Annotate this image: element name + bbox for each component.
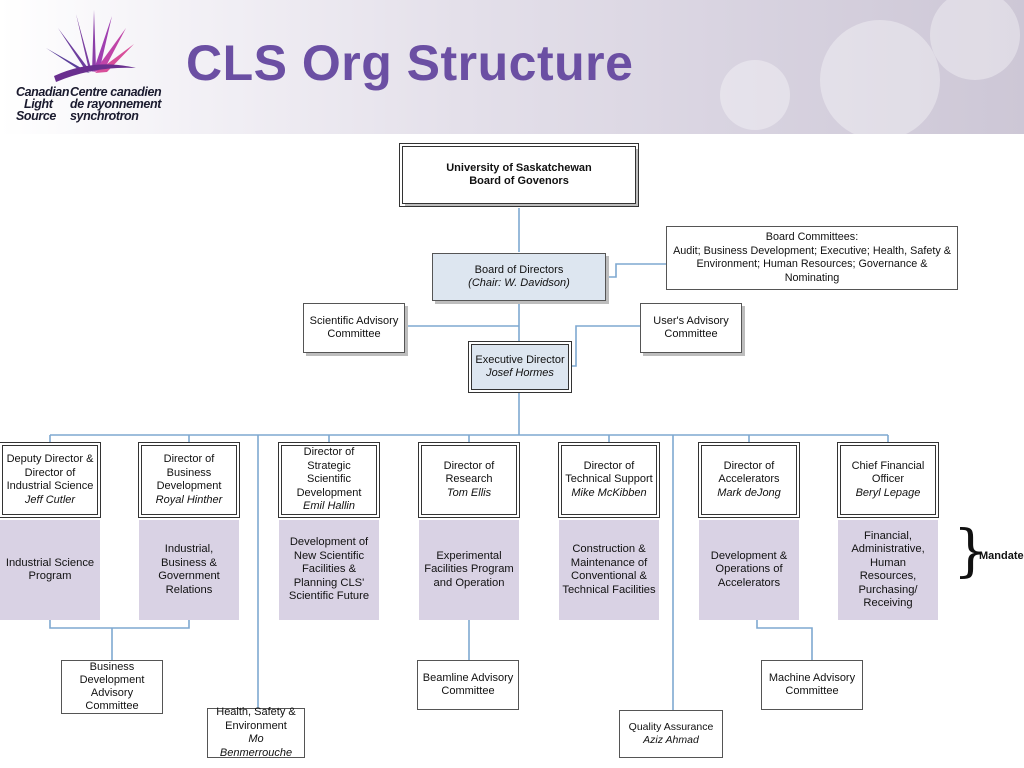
board-chair: (Chair: W. Davidson) (468, 277, 570, 289)
logo-text-en-3: Source (16, 109, 56, 123)
university-board-box: University of Saskatchewan Board of Gove… (399, 143, 639, 207)
director-title-7: Chief Financial Officer (851, 459, 925, 486)
director-box-2: Director of Business Development Royal H… (138, 442, 240, 518)
logo-text-en-2: Light (24, 97, 53, 111)
business-dev-committee-label: Business Development Advisory Committee (79, 661, 145, 712)
quality-title: Quality Assurance (628, 720, 714, 733)
mandate-brace-icon: } (953, 519, 989, 584)
mandate-label: Mandate (979, 550, 1024, 562)
mandate-box-7: Financial, Administrative, Human Resourc… (838, 520, 938, 620)
users-advisory-box: User's Advisory Committee (640, 303, 742, 353)
page-title: CLS Org Structure (186, 35, 634, 91)
director-name-4: Tom Ellis (446, 486, 492, 499)
connector-bdac (49, 620, 190, 629)
mandate-box-5: Construction & Maintenance of Convention… (559, 520, 659, 620)
cls-logo: Canadian Light Source Centre canadien de… (14, 6, 164, 130)
logo-text-fr-1: Centre canadien (70, 85, 162, 99)
logo-text-en-1: Canadian (16, 85, 70, 99)
university-line2: Board of Govenors (469, 175, 569, 187)
executive-name: Josef Hormes (486, 367, 554, 379)
hse-name: Mo Benmerrouche (219, 733, 293, 759)
director-title-1: Deputy Director & Director of Industrial… (6, 453, 94, 492)
director-box-4: Director of Research Tom Ellis (418, 442, 520, 518)
mandate-box-3: Development of New Scientific Facilities… (279, 520, 379, 620)
quality-assurance-box: Quality Assurance Aziz Ahmad (619, 710, 723, 758)
mandate-box-6: Development & Operations of Accelerators (699, 520, 799, 620)
mandate-box-2: Industrial, Business & Government Relati… (139, 520, 239, 620)
cls-starburst-icon (46, 10, 136, 82)
machine-committee-box: Machine Advisory Committee (761, 660, 863, 710)
director-name-2: Royal Hinther (155, 493, 223, 506)
executive-director-box: Executive Director Josef Hormes (468, 341, 572, 393)
executive-title: Executive Director (475, 353, 565, 366)
header-banner (0, 0, 1024, 140)
hse-box: Health, Safety & Environment Mo Benmerro… (207, 706, 305, 759)
quality-name: Aziz Ahmad (643, 734, 699, 746)
logo-text-fr-3: synchrotron (70, 109, 139, 123)
director-box-3: Director of Strategic Scientific Develop… (278, 442, 380, 518)
director-title-2: Director of Business Development (156, 453, 222, 492)
director-title-5: Director of Technical Support (565, 459, 653, 486)
mandate-box-4: Experimental Facilities Program and Oper… (419, 520, 519, 620)
director-box-5: Director of Technical Support Mike McKib… (558, 442, 660, 518)
beamline-committee-label: Beamline Advisory Committee (422, 671, 514, 698)
board-title: Board of Directors (474, 263, 564, 276)
board-of-directors-box: Board of Directors (Chair: W. Davidson) (432, 253, 606, 301)
mandate-box-1: Industrial Science Program (0, 520, 100, 620)
connector-uac (571, 325, 640, 367)
director-name-7: Beryl Lepage (855, 486, 921, 499)
connector-machine (756, 620, 813, 660)
director-box-7: Chief Financial Officer Beryl Lepage (837, 442, 939, 518)
director-name-5: Mike McKibben (571, 486, 647, 499)
director-name-6: Mark deJong (717, 486, 781, 499)
connector-board-committees (607, 263, 666, 278)
director-title-4: Director of Research (443, 459, 495, 486)
director-title-6: Director of Accelerators (718, 459, 780, 486)
board-committees-box: Board Committees: Audit; Business Develo… (666, 226, 958, 290)
director-title-3: Director of Strategic Scientific Develop… (296, 446, 362, 499)
board-committees-title: Board Committees: (765, 231, 859, 243)
business-dev-committee-box: Business Development Advisory Committee (61, 660, 163, 714)
hse-title: Health, Safety & Environment (216, 706, 296, 732)
director-name-1: Jeff Cutler (24, 493, 76, 506)
director-box-6: Director of Accelerators Mark deJong (698, 442, 800, 518)
users-advisory-label: User's Advisory Committee (653, 314, 729, 341)
university-line1: University of Saskatchewan (446, 161, 592, 174)
machine-committee-label: Machine Advisory Committee (768, 671, 856, 698)
board-committees-text: Audit; Business Development; Executive; … (673, 244, 951, 284)
scientific-advisory-box: Scientific Advisory Committee (303, 303, 405, 353)
director-box-1: Deputy Director & Director of Industrial… (0, 442, 101, 518)
scientific-advisory-label: Scientific Advisory Committee (309, 314, 399, 341)
director-name-3: Emil Hallin (303, 500, 355, 513)
logo-text-fr-2: de rayonnement (70, 97, 161, 111)
beamline-committee-box: Beamline Advisory Committee (417, 660, 519, 710)
